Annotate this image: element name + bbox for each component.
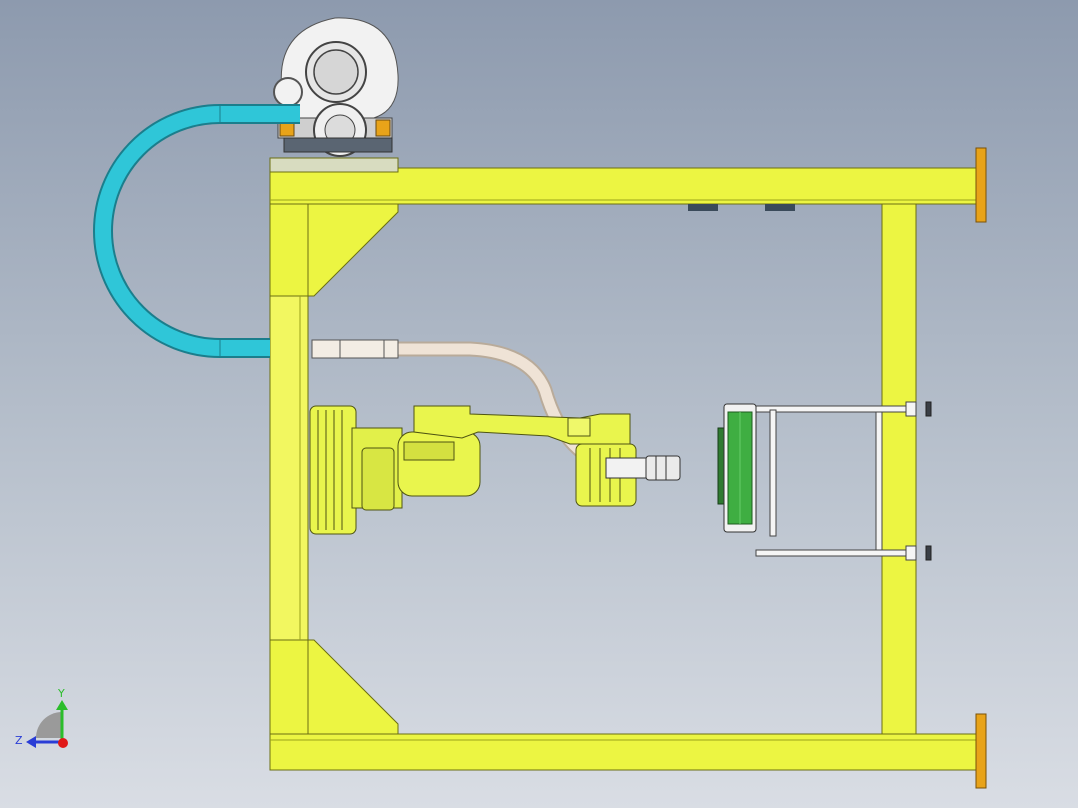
- fixture-rod-right: [875, 411, 883, 551]
- frame-bottom-gusset: [307, 639, 399, 735]
- x-axis-dot: [58, 738, 68, 748]
- blower-foot: [283, 137, 393, 153]
- tool-body: [605, 457, 649, 479]
- frame-top-beam: [269, 167, 979, 205]
- robot-arm: [309, 405, 637, 535]
- fixture: [717, 401, 932, 561]
- yellow-frame: [269, 157, 979, 771]
- y-axis-label: Y: [57, 687, 65, 700]
- tool-tip: [645, 455, 681, 481]
- blue-pipe: [93, 104, 300, 358]
- z-axis-label: Z: [15, 734, 23, 747]
- flange-top: [975, 147, 987, 223]
- blower-inlet: [313, 49, 359, 95]
- blower-unit: [273, 17, 399, 157]
- frame-right-post: [881, 203, 917, 735]
- fixture-rod-top: [755, 405, 911, 413]
- flange-bottom: [975, 713, 987, 789]
- hose-coupler: [311, 339, 399, 359]
- frame-bottom-beam: [269, 733, 979, 771]
- robot-tool: [605, 455, 681, 481]
- beam-clamps: [688, 204, 795, 211]
- frame-top-gusset: [307, 203, 399, 297]
- blower-outlet-ring: [273, 77, 303, 107]
- blower-base-plate: [269, 157, 399, 173]
- fixture-rod-bottom: [755, 549, 911, 557]
- coordinate-triad: Y Z: [15, 687, 68, 748]
- end-flanges: [975, 147, 987, 789]
- robot-base: [309, 405, 357, 535]
- fixture-rod-left: [769, 409, 777, 537]
- frame-post-band: [269, 295, 309, 641]
